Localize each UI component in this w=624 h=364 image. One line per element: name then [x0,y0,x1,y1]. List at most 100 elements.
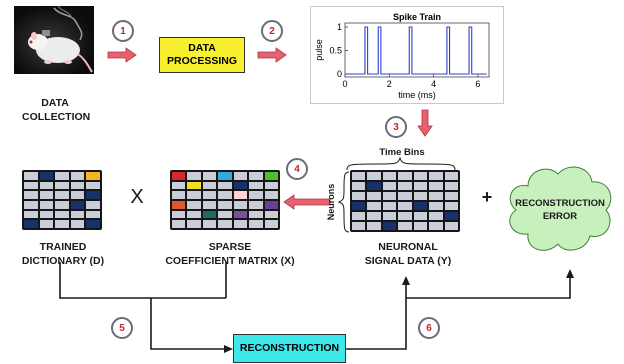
signal-data-label: NEURONAL SIGNAL DATA (Y) [350,240,466,268]
rat-photo [14,6,94,74]
matrix-cell [172,172,186,180]
data-collection-label-line2: COLLECTION [22,111,91,123]
matrix-cell [352,222,366,230]
matrix-cell [55,200,69,209]
spike-train-title: Spike Train [393,12,441,22]
matrix-cell [39,172,54,180]
matrix-cell [429,192,443,200]
matrix-cell [249,200,263,209]
matrix-cell [55,191,69,199]
data-processing-line1: DATA [188,42,216,54]
spike-train-plot-area [344,22,490,78]
matrix-cell [382,182,397,190]
matrix-cell [352,202,366,210]
reconstruction-box: RECONSTRUCTION [233,334,346,363]
matrix-cell [264,220,278,228]
data-processing-box: DATA PROCESSING [159,37,245,73]
matrix-cell [429,182,443,190]
matrix-cell [233,220,248,228]
matrix-cell [382,222,397,230]
step-badge-4: 4 [286,158,308,180]
spike-train-ylabel: pulse [314,39,324,61]
sparse-matrix-label-line1: SPARSE [208,241,252,253]
matrix-cell [398,182,412,190]
matrix-cell [233,181,248,190]
matrix-cell [264,181,278,190]
matrix-cell [429,202,443,210]
neuronal-signal-matrix [350,170,460,232]
y-tick-label: 1 [337,22,342,32]
matrix-cell [382,212,397,220]
reconstruction-error-line1: RECONSTRUCTION [515,198,605,209]
matrix-cell [39,200,54,209]
matrix-cell [413,222,428,230]
matrix-cell [444,212,458,220]
matrix-cell [218,172,232,180]
matrix-cell [70,191,85,199]
matrix-cell [24,220,38,228]
plus-symbol: + [481,187,493,207]
matrix-cell [413,182,428,190]
matrix-cell [398,202,412,210]
matrix-cell [264,210,278,219]
matrix-cell [352,172,366,180]
matrix-cell [187,210,201,219]
matrix-cell [187,191,201,199]
matrix-cell [55,172,69,180]
data-collection-label-line1: DATA [41,97,69,109]
matrix-cell [413,202,428,210]
matrix-cell [233,210,248,219]
matrix-cell [172,200,186,209]
matrix-cell [398,222,412,230]
matrix-cell [24,200,38,209]
matrix-cell [352,192,366,200]
trained-dictionary-matrix [22,170,102,230]
matrix-cell [86,191,100,199]
matrix-cell [70,210,85,219]
matrix-cell [398,192,412,200]
matrix-cell [264,191,278,199]
matrix-cell [187,220,201,228]
x-tick-label: 2 [387,79,392,89]
arrowhead-reconstruction [224,345,233,353]
matrix-cell [218,191,232,199]
matrix-cell [202,200,217,209]
matrix-cell [444,192,458,200]
matrix-cell [24,191,38,199]
matrix-cell [55,220,69,228]
matrix-cell [218,200,232,209]
matrix-cell [264,200,278,209]
neurons-brace [337,171,350,233]
matrix-cell [187,172,201,180]
spike-train-series-line [345,26,487,75]
matrix-cell [70,172,85,180]
matrix-cell [249,191,263,199]
matrix-cell [382,172,397,180]
matrix-cell [86,210,100,219]
data-processing-line2: PROCESSING [166,55,237,67]
matrix-cell [429,212,443,220]
connector-to-signal [346,283,407,350]
neurons-label: Neurons [326,183,336,221]
step-badge-2: 2 [261,20,283,42]
matrix-cell [429,172,443,180]
signal-data-label-line1: NEURONAL [378,241,438,253]
matrix-cell [70,181,85,190]
matrix-cell [249,220,263,228]
matrix-cell [444,202,458,210]
matrix-cell [382,192,397,200]
sparse-coefficient-matrix [170,170,280,230]
dictionary-label: TRAINED DICTIONARY (D) [8,240,118,268]
x-tick-label: 6 [475,79,480,89]
matrix-cell [172,191,186,199]
matrix-cell [382,202,397,210]
matrix-cell [233,191,248,199]
matrix-cell [202,210,217,219]
dictionary-label-line2: DICTIONARY (D) [21,255,105,267]
matrix-cell [444,222,458,230]
connector-dictionary [59,262,226,299]
matrix-cell [429,222,443,230]
matrix-cell [86,220,100,228]
